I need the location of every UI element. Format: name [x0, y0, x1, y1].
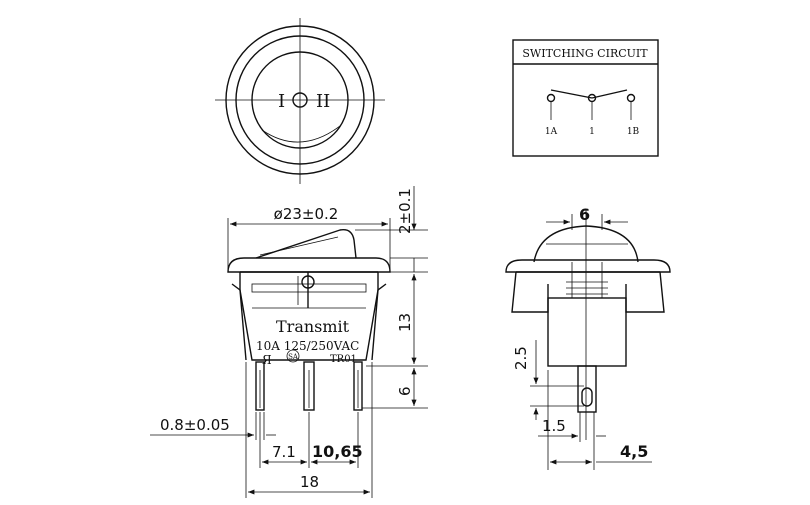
circuit-title: SWITCHING CIRCUIT [522, 47, 648, 60]
left-clip [231, 283, 247, 361]
ul-mark-icon: Я [262, 353, 272, 367]
dim-body-height: 13 [396, 313, 414, 332]
rating-label: 10A 125/250VAC [256, 339, 359, 353]
front-view: Transmit 10A 125/250VAC Я SA TR01 [227, 229, 391, 411]
symbol-dot-icon [292, 92, 308, 108]
top-view: I II [215, 18, 385, 184]
terminal-1b-label: 1B [627, 127, 640, 137]
circuit-frame [512, 39, 659, 157]
approval-mark: SA [288, 353, 299, 361]
terminal-1b-dot [626, 93, 636, 103]
terminal-1a-dot [546, 93, 556, 103]
side-body [547, 297, 627, 367]
rocker-cap [255, 229, 357, 259]
rocker-shade-arc [261, 125, 341, 143]
contact-arm-right [591, 89, 628, 99]
switching-circuit-box: SWITCHING CIRCUIT 1A 1 1B [512, 39, 659, 157]
body-outline [239, 272, 379, 361]
dim-diameter: ø23±0.2 [274, 205, 339, 223]
side-flange [505, 259, 671, 273]
front-dimensions: ø23±0.2 2±0.1 13 6 0.8±0.05 7.1 10,65 18 [150, 186, 428, 498]
dim-side-top: 6 [579, 205, 590, 224]
symbol-on: II [316, 91, 330, 112]
body-top-band [251, 283, 367, 293]
pin-middle [303, 361, 315, 411]
symbol-off: I [278, 91, 285, 112]
dim-pin-thickness: 0.8±0.05 [160, 416, 230, 434]
dim-side-pin-width: 1.5 [542, 417, 566, 435]
approval-mark-circle [286, 349, 300, 363]
dim-overall-width: 18 [300, 473, 319, 491]
dim-side-pin-offset: 2.5 [512, 346, 530, 370]
side-dimensions: 6 2.5 1.5 4,5 [512, 205, 652, 470]
terminal-1-label: 1 [589, 127, 595, 137]
pin-right [353, 361, 363, 411]
contact-arm-left [550, 89, 593, 99]
side-view [505, 210, 671, 440]
dim-pin-height: 6 [396, 386, 414, 396]
side-pin-hole [581, 387, 593, 407]
dim-pitch-small: 7.1 [272, 443, 296, 461]
dim-pitch-large: 10,65 [312, 442, 363, 461]
terminal-1a-label: 1A [545, 127, 558, 137]
pin-left [255, 361, 265, 411]
rocker-cap-edge [259, 236, 339, 256]
dim-top-height: 2±0.1 [396, 188, 414, 234]
right-clip [371, 283, 387, 361]
side-left-clip [511, 271, 549, 313]
side-right-clip [625, 271, 665, 313]
dim-side-pin-depth: 4,5 [620, 442, 648, 461]
side-pin [577, 365, 597, 413]
flange [227, 257, 391, 273]
model-label: TR01 [330, 354, 357, 365]
brand-label: Transmit [276, 317, 350, 336]
